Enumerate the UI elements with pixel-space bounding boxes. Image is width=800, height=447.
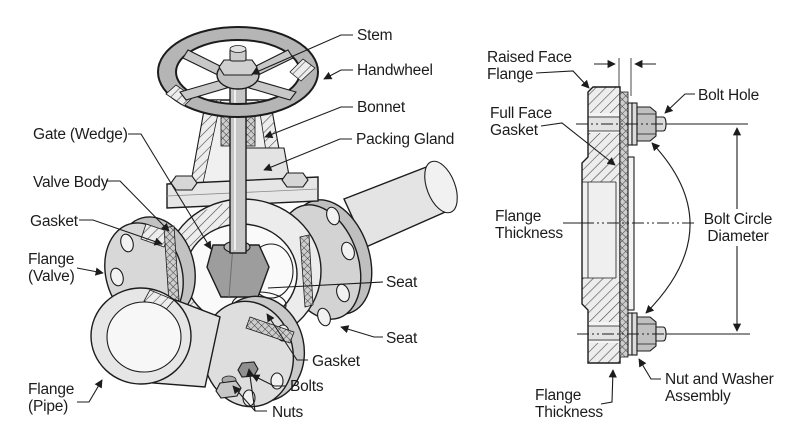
leader-full-face-gasket xyxy=(540,122,616,166)
leader-seat-lower xyxy=(340,325,383,338)
label-raised-face-flange-2: Flange xyxy=(487,66,533,83)
label-nut-washer-assembly-2: Assembly xyxy=(665,388,731,405)
bonnet-nut xyxy=(170,175,198,191)
label-gasket-upper: Gasket xyxy=(30,213,79,230)
pipe-lower-left xyxy=(90,287,221,388)
bolt-hole xyxy=(270,372,284,390)
top-dimension xyxy=(594,58,656,96)
packing-gland xyxy=(239,147,291,182)
pipe-right xyxy=(343,160,458,248)
pipe-bore xyxy=(106,301,182,373)
leader-nut-washer xyxy=(638,358,661,380)
leader-bolts xyxy=(251,374,286,387)
label-seat-lower: Seat xyxy=(386,330,418,347)
label-flange-valve-1: Flange xyxy=(28,251,74,268)
hub-nut xyxy=(218,59,258,76)
label-bonnet: Bonnet xyxy=(357,99,406,116)
leader-stem xyxy=(251,34,353,75)
bonnet-nut xyxy=(281,172,309,188)
label-bolt-circle-diameter-1: Bolt Circle xyxy=(704,211,772,228)
bolt-hole xyxy=(120,233,134,253)
mating-flange-edge xyxy=(627,156,635,311)
bolt-hole xyxy=(110,267,124,287)
dimension-text-backing xyxy=(696,209,780,246)
leader-gasket-lower xyxy=(266,313,308,361)
leader-nuts-2 xyxy=(245,368,256,412)
label-valve-body: Valve Body xyxy=(33,174,109,191)
leader-flange-valve xyxy=(76,267,104,276)
bolt-hole xyxy=(317,307,331,327)
label-flange-thickness-side-1: Flange xyxy=(495,208,541,225)
bolt-hole xyxy=(341,241,355,261)
leader-raised-face-flange xyxy=(535,70,590,89)
leader-gasket-upper xyxy=(79,219,163,246)
leader-bolt-hole xyxy=(664,93,695,114)
label-flange-pipe-2: (Pipe) xyxy=(28,398,68,415)
label-gasket-lower: Gasket xyxy=(312,353,361,370)
gasket-right-joint xyxy=(299,234,314,308)
flange-leaders xyxy=(535,70,695,405)
nut xyxy=(215,380,242,399)
label-bolts: Bolts xyxy=(290,378,324,395)
label-flange-thickness-side-2: Thickness xyxy=(495,225,563,242)
leader-valve-body xyxy=(106,180,170,232)
rim-cut-section xyxy=(289,58,316,82)
nut xyxy=(636,316,657,352)
full-face-gasket xyxy=(619,91,629,358)
label-raised-face-flange-1: Raised Face xyxy=(487,49,572,66)
label-gate-wedge: Gate (Wedge) xyxy=(33,126,128,143)
label-flange-thickness-bottom-1: Flange xyxy=(535,387,581,404)
label-packing-gland: Packing Gland xyxy=(356,131,454,148)
leader-seat-upper xyxy=(267,281,384,289)
leader-packing-gland xyxy=(263,138,352,172)
valve-labels: Stem Handwheel Bonnet Packing Gland Gate… xyxy=(28,27,454,421)
gasket-left-joint xyxy=(163,225,180,304)
leader-gate-wedge xyxy=(128,133,212,250)
label-flange-thickness-bottom-2: Thickness xyxy=(535,404,603,421)
flange-cross-section: Raised Face Flange Full Face Gasket Flan… xyxy=(487,49,780,421)
gate-valve-cutaway: Stem Handwheel Bonnet Packing Gland Gate… xyxy=(28,26,458,421)
label-flange-pipe-1: Flange xyxy=(28,381,74,398)
bolt xyxy=(237,361,259,378)
leader-flange-thickness-bottom xyxy=(600,369,617,405)
bolt-hole xyxy=(326,206,340,226)
valve-leaders xyxy=(76,34,384,412)
label-full-face-gasket-2: Gasket xyxy=(490,122,539,139)
leader-handwheel xyxy=(323,69,353,80)
label-nut-washer-assembly-1: Nut and Washer xyxy=(665,371,774,388)
label-seat-upper: Seat xyxy=(386,274,418,291)
leader-flange-pipe xyxy=(77,379,103,403)
centerlines xyxy=(563,123,750,335)
label-handwheel: Handwheel xyxy=(357,62,433,79)
label-bolt-hole: Bolt Hole xyxy=(698,87,759,104)
label-flange-valve-2: (Valve) xyxy=(28,268,75,285)
flange-labels: Raised Face Flange Full Face Gasket Flan… xyxy=(487,49,774,421)
stem xyxy=(229,60,247,254)
label-bolt-circle-diameter-2: Diameter xyxy=(707,228,768,245)
label-nuts: Nuts xyxy=(272,404,304,421)
flange-body xyxy=(582,87,620,363)
bolt-circle-arc xyxy=(645,142,691,314)
label-full-face-gasket-1: Full Face xyxy=(490,105,552,122)
leader-bonnet xyxy=(264,106,353,139)
handwheel xyxy=(157,26,320,118)
label-stem: Stem xyxy=(357,27,392,44)
